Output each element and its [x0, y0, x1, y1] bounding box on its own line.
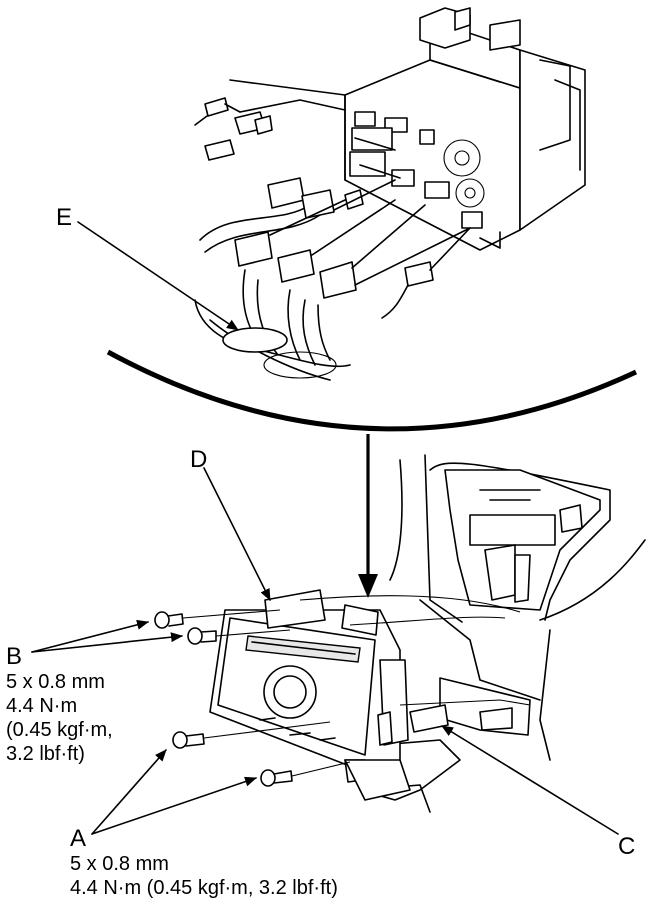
- wire-harness: [194, 177, 471, 381]
- callout-c-leader: [441, 725, 619, 835]
- callout-a-label: A: [70, 825, 87, 852]
- spec-b-torque-nm: 4.4 N·m: [6, 695, 78, 717]
- callout-e-leader: [77, 221, 239, 331]
- loose-connectors: [194, 79, 346, 161]
- spec-b-size: 5 x 0.8 mm: [6, 671, 105, 693]
- audio-unit-rear: [344, 7, 586, 251]
- spec-a-size: 5 x 0.8 mm: [70, 853, 169, 875]
- callout-a-leader-1: [91, 749, 167, 835]
- callout-d-label: D: [190, 446, 208, 473]
- guide-lines: [182, 595, 531, 777]
- callout-a-leader-2: [91, 776, 257, 835]
- spec-b-torque-lbfft: 3.2 lbf·ft): [6, 743, 85, 765]
- callout-e-label: E: [56, 204, 73, 231]
- dashboard-opening: [359, 454, 646, 813]
- detail-separator-arc: [106, 349, 638, 432]
- audio-unit-front: [209, 589, 411, 801]
- spec-b-torque-kgfm: (0.45 kgf·m,: [6, 719, 113, 741]
- callout-b-leader-2: [31, 632, 183, 653]
- callout-d-leader: [203, 467, 271, 601]
- spec-a-torque: 4.4 N·m (0.45 kgf·m, 3.2 lbf·ft): [70, 877, 338, 899]
- callout-c-label: C: [618, 833, 636, 860]
- screws: [154, 611, 293, 787]
- callout-b-label: B: [6, 643, 23, 670]
- callout-b-leader-1: [31, 619, 149, 653]
- down-arrow-head: [358, 574, 378, 598]
